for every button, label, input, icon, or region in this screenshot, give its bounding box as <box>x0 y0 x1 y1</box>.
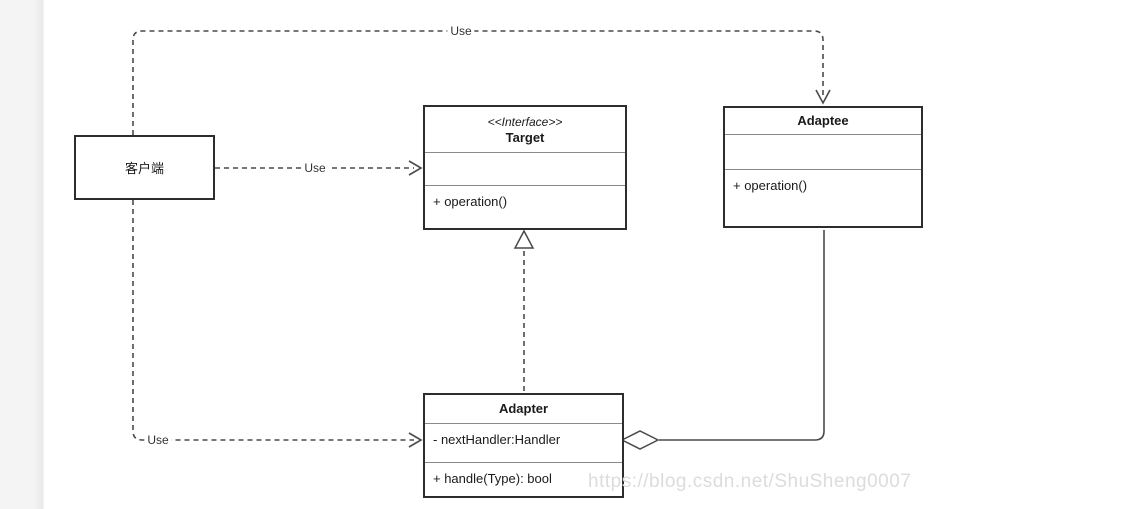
client-class-box: 客户端 <box>74 135 215 200</box>
adapter-methods-section: + handle(Type): bool <box>425 462 622 496</box>
adapter-attribute: - nextHandler:Handler <box>433 432 561 447</box>
open-arrowhead-into-adaptee <box>815 89 831 105</box>
adaptee-header: Adaptee <box>725 108 921 134</box>
adaptee-method: + operation() <box>733 178 808 193</box>
adapter-class-box: Adapter - nextHandler:Handler + handle(T… <box>423 393 624 498</box>
open-arrowhead-into-adapter <box>408 432 423 448</box>
hollow-triangle-arrowhead-at-target <box>513 229 535 249</box>
adaptee-attributes-section <box>725 134 921 169</box>
use-label-client-target: Use <box>301 161 329 175</box>
hollow-diamond-at-adapter <box>620 430 660 450</box>
adapter-method: + handle(Type): bool <box>433 471 552 486</box>
page-left-gutter <box>0 0 44 509</box>
adapter-attributes-section: - nextHandler:Handler <box>425 423 622 462</box>
target-stereotype: <<Interface>> <box>487 114 563 129</box>
use-label-client-adapter: Use <box>144 433 172 447</box>
blog-watermark: https://blog.csdn.net/ShuSheng0007 <box>588 471 912 492</box>
target-attributes-section <box>425 152 625 185</box>
target-class-name: Target <box>505 129 545 145</box>
target-method: + operation() <box>433 194 508 209</box>
target-header: <<Interface>> Target <box>425 107 625 152</box>
adaptee-methods-section: + operation() <box>725 169 921 226</box>
aggregation-edge-adaptee-to-adapter <box>659 230 825 441</box>
target-interface-box: <<Interface>> Target + operation() <box>423 105 627 230</box>
adapter-class-name: Adapter <box>498 401 549 416</box>
adaptee-class-box: Adaptee + operation() <box>723 106 923 228</box>
client-class-name: 客户端 <box>124 161 164 176</box>
adaptee-class-name: Adaptee <box>797 113 849 128</box>
use-label-client-adaptee: Use <box>447 24 475 38</box>
dependency-edge-client-to-adapter <box>132 200 414 441</box>
adapter-header: Adapter <box>425 395 622 423</box>
open-arrowhead-into-target <box>408 160 423 176</box>
dependency-edge-client-to-adaptee <box>132 30 824 135</box>
target-methods-section: + operation() <box>425 185 625 228</box>
